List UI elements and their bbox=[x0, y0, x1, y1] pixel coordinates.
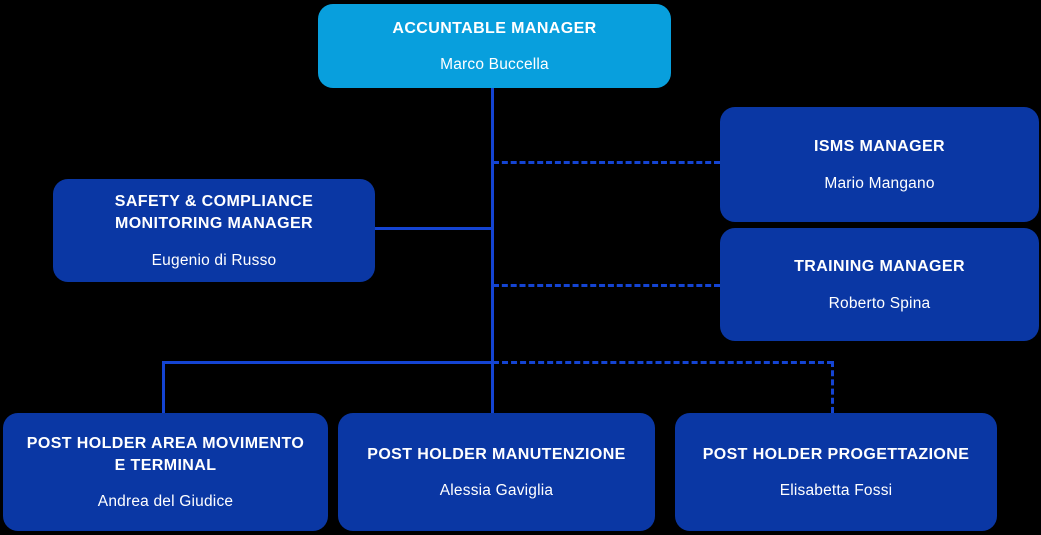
node-person-name: Marco Buccella bbox=[440, 56, 549, 74]
connector-main-vertical bbox=[491, 88, 494, 413]
connector-right-drop-dashed bbox=[831, 361, 834, 413]
node-title: POST HOLDER AREA MOVIMENTO E TERMINAL bbox=[26, 434, 305, 474]
org-node-accountable-manager: ACCUNTABLE MANAGER Marco Buccella bbox=[318, 4, 671, 88]
node-title: ISMS MANAGER bbox=[813, 138, 946, 156]
connector-safety-horizontal bbox=[375, 227, 493, 230]
node-title: SAFETY & COMPLIANCE MONITORING MANAGER bbox=[114, 193, 314, 232]
org-node-post-holder-manutenzione: POST HOLDER MANUTENZIONE Alessia Gavigli… bbox=[338, 413, 655, 531]
connector-bottom-left-horizontal bbox=[162, 361, 493, 364]
connector-left-drop bbox=[162, 361, 165, 413]
org-node-training-manager: TRAINING MANAGER Roberto Spina bbox=[720, 228, 1039, 341]
node-person-name: Elisabetta Fossi bbox=[779, 482, 893, 500]
org-node-post-holder-progettazione: POST HOLDER PROGETTAZIONE Elisabetta Fos… bbox=[675, 413, 997, 531]
org-node-safety-compliance-manager: SAFETY & COMPLIANCE MONITORING MANAGER E… bbox=[53, 179, 375, 282]
node-person-name: Eugenio di Russo bbox=[151, 251, 277, 269]
node-title: POST HOLDER PROGETTAZIONE bbox=[702, 445, 970, 463]
node-title: TRAINING MANAGER bbox=[794, 258, 965, 276]
node-person-name: Mario Mangano bbox=[824, 174, 935, 192]
node-person-name: Andrea del Giudice bbox=[97, 493, 234, 511]
org-node-isms-manager: ISMS MANAGER Mario Mangano bbox=[720, 107, 1039, 222]
node-title: POST HOLDER MANUTENZIONE bbox=[367, 445, 626, 463]
node-person-name: Roberto Spina bbox=[828, 294, 931, 312]
connector-to-training-dashed bbox=[493, 284, 720, 287]
connector-to-isms-dashed bbox=[493, 161, 720, 164]
node-person-name: Alessia Gaviglia bbox=[439, 482, 554, 500]
org-node-post-holder-area-movimento: POST HOLDER AREA MOVIMENTO E TERMINAL An… bbox=[3, 413, 328, 531]
connector-bottom-right-dashed bbox=[493, 361, 833, 364]
node-title: ACCUNTABLE MANAGER bbox=[392, 19, 597, 37]
